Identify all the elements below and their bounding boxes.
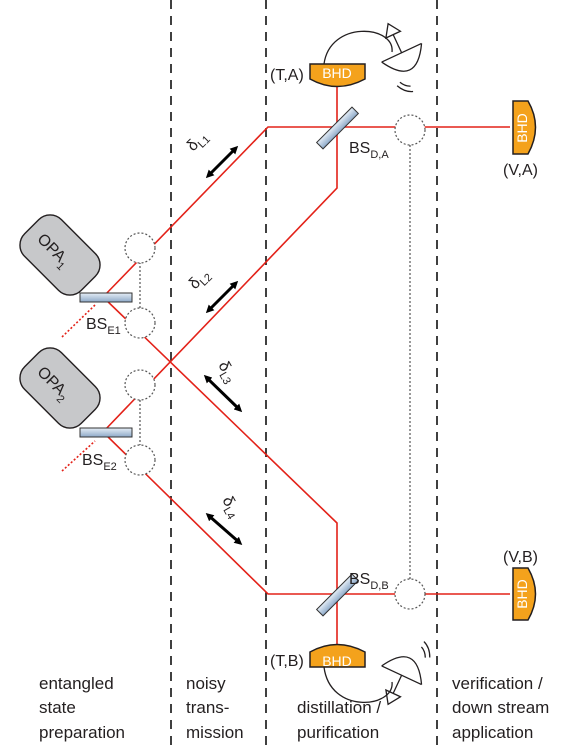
cable-tb [323, 666, 393, 703]
svg-text:BSD,A: BSD,A [349, 140, 389, 161]
svg-text:BSE1: BSE1 [86, 316, 121, 337]
svg-text:δL3: δL3 [212, 359, 240, 387]
loss-circle-4 [124, 444, 156, 476]
bhd-va-label: (V,A) [503, 162, 538, 179]
beamsplitter-db [315, 573, 360, 617]
bhd-tb: BHD [309, 643, 366, 669]
bhd-ta: BHD [309, 63, 366, 88]
delay-arrow-1 [205, 145, 239, 179]
bs-e1-sub: E1 [107, 325, 120, 337]
bhd-vb: BHD [512, 567, 537, 621]
delay-arrow-2 [205, 280, 239, 314]
svg-text:δL2: δL2 [186, 266, 215, 295]
delay-3-sub: L3 [216, 370, 233, 387]
svg-text:δL1: δL1 [184, 128, 213, 157]
bhd-tb-label: (T,B) [270, 653, 304, 670]
bs-e2-label: BS [82, 452, 103, 469]
bhd-va-tag: BHD [514, 113, 530, 143]
beamsplitter-da [315, 106, 360, 150]
vacuum-input-e2 [61, 440, 96, 472]
svg-text:BSE2: BSE2 [82, 452, 117, 473]
beam-opa2-to-bhd-vb [102, 431, 338, 652]
bhd-ta-label: (T,A) [270, 67, 304, 84]
beam-opa1-to-bhd-va [102, 126, 510, 298]
bhd-va: BHD [512, 100, 537, 155]
delay-arrow-3 [203, 374, 243, 413]
delay-arrow-4 [205, 513, 243, 545]
bs-da-sub: D,A [370, 149, 389, 161]
bhd-tb-tag: BHD [322, 653, 352, 669]
bhd-vb-label: (V,B) [503, 549, 538, 566]
bhd-ta-tag: BHD [322, 65, 352, 81]
bhd-vb-tag: BHD [514, 579, 530, 609]
beamsplitter-e1 [79, 292, 133, 303]
section-label-preparation: entangled state preparation [39, 674, 125, 742]
bs-da-label: BS [349, 140, 370, 157]
section-label-verification: verification / down stream application [452, 674, 554, 742]
bs-e2-sub: E2 [103, 461, 116, 473]
satellite-dish-icon [381, 22, 423, 93]
opa-2: OPA2 [19, 347, 101, 429]
delay-4-sub: L4 [220, 505, 237, 522]
opa-1: OPA1 [19, 214, 101, 296]
beam-opa1-to-bhd-vb [102, 296, 510, 595]
bs-db-label: BS [349, 571, 370, 588]
section-label-distillation: distillation / purification [297, 698, 386, 742]
loss-circle-2 [124, 307, 156, 339]
loss-circle-1 [124, 232, 156, 264]
loss-circle-3 [124, 369, 156, 401]
loss-circle-6 [394, 578, 426, 610]
beam-paths [61, 85, 510, 652]
loss-circle-5 [394, 114, 426, 146]
bs-db-sub: D,B [370, 580, 388, 592]
bs-e1-label: BS [86, 316, 107, 333]
beam-opa2-to-bhd-ta [102, 85, 338, 433]
cable-ta [323, 30, 393, 65]
svg-text:BSD,B: BSD,B [349, 571, 389, 592]
section-label-transmission: noisy trans- mission [186, 674, 244, 742]
svg-text:δL4: δL4 [216, 494, 244, 522]
beamsplitter-e2 [79, 427, 133, 438]
satellite-dish-icon [381, 641, 431, 706]
